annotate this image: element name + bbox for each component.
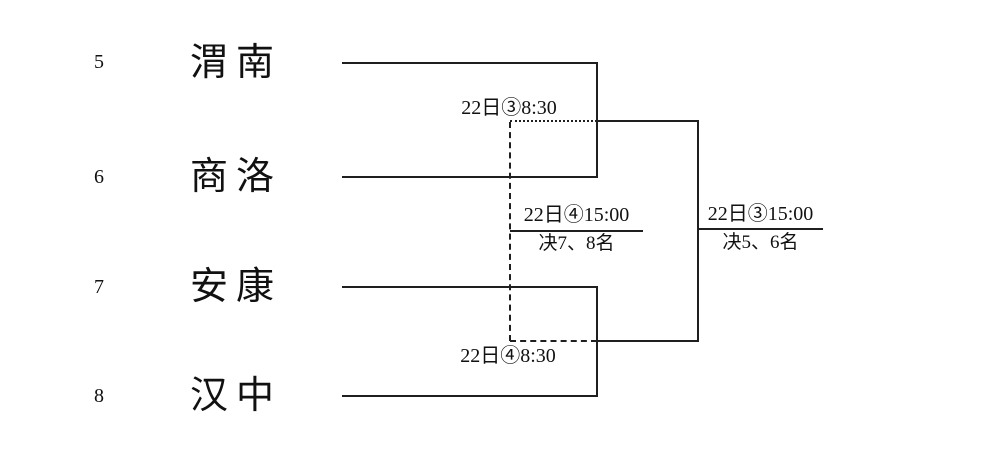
loser-dashed-line-lower [510, 340, 597, 342]
semifinal-lower-schedule: 22日④8:30 [460, 345, 556, 367]
semifinal-upper-schedule: 22日③8:30 [461, 97, 557, 119]
team-name-ankang: 安康 [190, 266, 283, 308]
final-7-8-schedule: 22日④15:00 [523, 204, 630, 226]
seed-6: 6 [94, 166, 104, 188]
team-8-line [342, 395, 598, 397]
final-5-6-schedule: 22日③15:00 [707, 203, 814, 225]
final-5-6-title: 决5、6名 [722, 232, 799, 253]
team-name-hanzhong: 汉中 [190, 375, 283, 417]
winner-line-upper [597, 120, 699, 122]
final-5-6-connector [697, 120, 699, 342]
seed-5: 5 [94, 51, 104, 73]
winner-line-lower [597, 340, 699, 342]
team-name-shangluo: 商洛 [190, 156, 283, 198]
team-6-line [342, 176, 598, 178]
seed-7: 7 [94, 276, 104, 298]
team-5-line [342, 62, 598, 64]
seed-8: 8 [94, 385, 104, 407]
team-7-line [342, 286, 598, 288]
final-7-8-line [510, 230, 643, 232]
final-7-8-title: 决7、8名 [538, 233, 615, 254]
final-5-6-line [698, 228, 823, 230]
loser-dotted-line-upper [510, 120, 597, 122]
team-name-weinan: 渭南 [190, 42, 283, 84]
